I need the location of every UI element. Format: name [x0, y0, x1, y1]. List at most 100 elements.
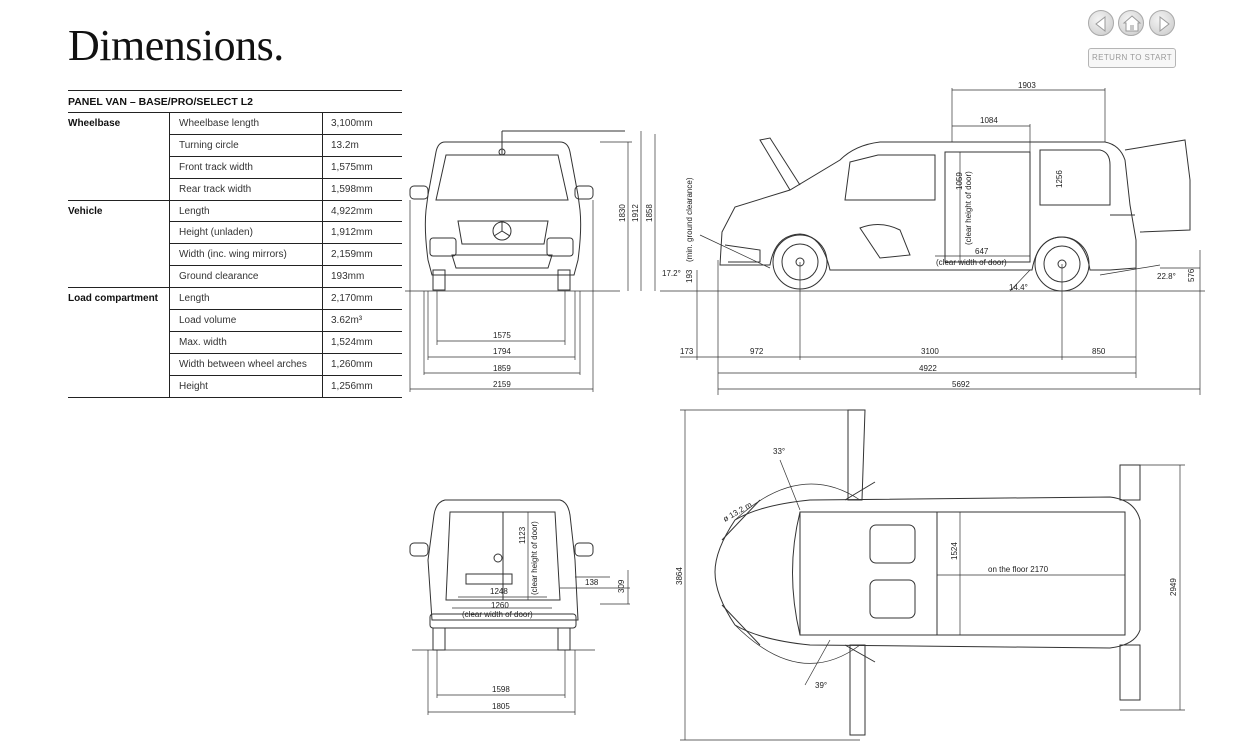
- spec-value: 13.2m: [322, 134, 402, 157]
- home-icon: [1122, 15, 1142, 32]
- side-view-dimensions: [660, 88, 1205, 395]
- dim-label: 22.8°: [1157, 272, 1176, 281]
- dim-label: 138: [585, 578, 599, 587]
- dim-label: 1859: [493, 364, 511, 373]
- dim-label: 1059: [955, 172, 964, 190]
- navigation-controls: RETURN TO START: [1088, 10, 1178, 70]
- table-row: Max. width 1,524mm: [68, 331, 402, 354]
- dim-label: 647: [975, 247, 989, 256]
- spec-label: Rear track width: [169, 178, 323, 201]
- dim-label: 1256: [1055, 170, 1064, 188]
- return-to-start-button[interactable]: RETURN TO START: [1088, 48, 1176, 68]
- dim-label: 33°: [773, 447, 785, 456]
- dim-label: 1912: [631, 204, 640, 222]
- table-row: Turning circle 13.2m: [68, 134, 402, 157]
- dim-label: 1858: [645, 204, 654, 222]
- dim-label: (clear height of door): [530, 521, 539, 595]
- dim-label: 1794: [493, 347, 511, 356]
- rear-view-dimensions: [412, 512, 630, 715]
- dim-label: 14.4°: [1009, 283, 1028, 292]
- spec-label: Length: [169, 200, 323, 223]
- dim-label: 3100: [921, 347, 939, 356]
- table-row: Height 1,256mm: [68, 375, 402, 398]
- dim-label: 1123: [518, 526, 527, 544]
- spec-label: Ground clearance: [169, 265, 323, 289]
- spec-label: Front track width: [169, 156, 323, 179]
- table-row: Width (inc. wing mirrors) 2,159mm: [68, 243, 402, 267]
- table-row: Rear track width 1,598mm: [68, 178, 402, 201]
- spec-label: Height: [169, 375, 323, 398]
- table-row: Height (unladen) 1,912mm: [68, 221, 402, 245]
- arrow-right-icon: [1159, 15, 1170, 33]
- dim-label: 2159: [493, 380, 511, 389]
- arrow-left-icon: [1095, 15, 1106, 33]
- home-button[interactable]: [1118, 10, 1144, 36]
- spec-label: Load volume: [169, 309, 323, 332]
- table-row: Front track width 1,575mm: [68, 156, 402, 179]
- spec-value: 1,260mm: [322, 353, 402, 376]
- spec-value: 1,524mm: [322, 331, 402, 354]
- spec-label: Turning circle: [169, 134, 323, 157]
- dim-label: 39°: [815, 681, 827, 690]
- dim-label: 1575: [493, 331, 511, 340]
- spec-label: Length: [169, 287, 323, 311]
- table-row: Load volume 3.62m³: [68, 309, 402, 332]
- rear-view-labels: 1123 (clear height of door) 1248 1260 (c…: [462, 521, 626, 711]
- front-view-drawing: [409, 130, 625, 291]
- group-label: Wheelbase: [68, 112, 170, 201]
- dim-label: (clear height of door): [964, 171, 973, 245]
- dim-label: (clear width of door): [462, 610, 533, 619]
- dim-label: 5692: [952, 380, 970, 389]
- dim-label: 193: [685, 269, 694, 283]
- dimensions-spec-table: PANEL VAN – BASE/PRO/SELECT L2 Wheelbase…: [68, 90, 402, 398]
- dim-label: 1830: [618, 204, 627, 222]
- spec-label: Width (inc. wing mirrors): [169, 243, 323, 267]
- spec-value: 3,100mm: [322, 112, 402, 135]
- group-label: Vehicle: [68, 200, 170, 289]
- table-row: Ground clearance 193mm: [68, 265, 402, 289]
- dim-label: 2949: [1169, 578, 1178, 596]
- dim-label: 1524: [950, 542, 959, 560]
- dim-label: 17.2°: [662, 269, 681, 278]
- dim-label: 3864: [675, 567, 684, 585]
- dim-label: 4922: [919, 364, 937, 373]
- table-row: Width between wheel arches 1,260mm: [68, 353, 402, 376]
- dim-label: (clear width of door): [936, 258, 1007, 267]
- spec-value: 1,598mm: [322, 178, 402, 201]
- dim-label: 1903: [1018, 81, 1036, 90]
- next-page-button[interactable]: [1149, 10, 1175, 36]
- dim-label: 1598: [492, 685, 510, 694]
- spec-value: 2,170mm: [322, 287, 402, 311]
- dim-label: 309: [617, 579, 626, 593]
- previous-page-button[interactable]: [1088, 10, 1114, 36]
- side-view-drawing: [719, 137, 1191, 292]
- spec-value: 1,256mm: [322, 375, 402, 398]
- dim-label: (min. ground clearance): [685, 177, 694, 262]
- dim-label: 173: [680, 347, 694, 356]
- top-view-dimensions: [680, 409, 1185, 741]
- top-view-drawing: [714, 409, 1141, 736]
- spec-value: 193mm: [322, 265, 402, 289]
- dim-label: 1805: [492, 702, 510, 711]
- side-view-labels: 1903 1084 1059 (clear height of door) 12…: [662, 81, 1196, 389]
- dim-label: 576: [1187, 268, 1196, 282]
- table-row: Vehicle Length 4,922mm: [68, 200, 402, 289]
- table-row: Load compartment Length 2,170mm: [68, 287, 402, 398]
- spec-label: Width between wheel arches: [169, 353, 323, 376]
- spec-label: Height (unladen): [169, 221, 323, 245]
- group-label: Load compartment: [68, 287, 170, 398]
- dim-label: 1260: [491, 601, 509, 610]
- dim-label: on the floor 2170: [988, 565, 1049, 574]
- spec-value: 2,159mm: [322, 243, 402, 267]
- spec-value: 4,922mm: [322, 200, 402, 223]
- table-row: Wheelbase Wheelbase length 3,100mm: [68, 112, 402, 201]
- spec-table-heading: PANEL VAN – BASE/PRO/SELECT L2: [68, 90, 402, 113]
- page-title: Dimensions.: [68, 21, 284, 70]
- dim-label: 1248: [490, 587, 508, 596]
- dim-label: 972: [750, 347, 764, 356]
- spec-value: 1,575mm: [322, 156, 402, 179]
- spec-label: Max. width: [169, 331, 323, 354]
- dim-label: 1084: [980, 116, 998, 125]
- rear-view-drawing: [409, 499, 594, 651]
